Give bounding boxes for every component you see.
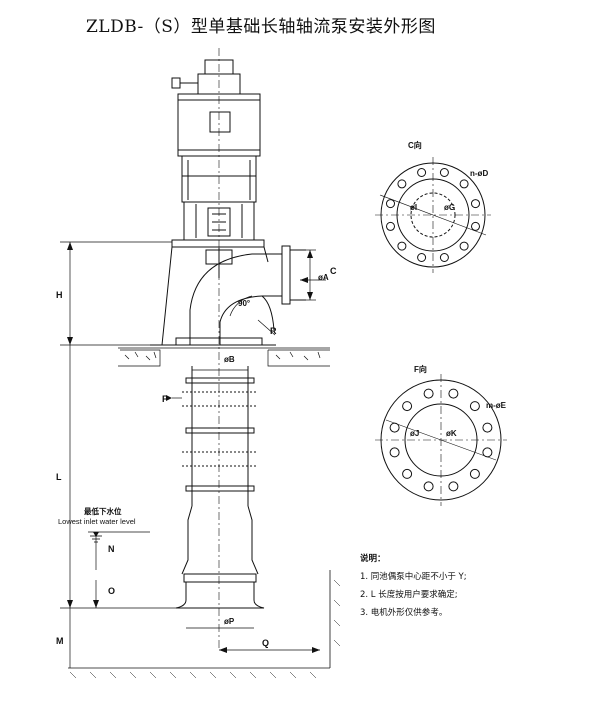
dim-label-I: øI	[410, 203, 417, 212]
dim-label-L: L	[56, 472, 62, 482]
arrow-heads	[67, 242, 320, 653]
bolt-hole	[439, 168, 449, 177]
bolt-hole	[397, 241, 407, 251]
dim-label-B: øB	[224, 355, 235, 364]
bolt-hole	[471, 221, 480, 231]
dim-label-O: O	[108, 586, 115, 596]
notes-block: 说明： 1. 同池偶泵中心距不小于 Y; 2. L 长度按用户要求确定; 3. …	[360, 550, 467, 622]
bolt-hole	[482, 422, 493, 433]
bolt-hole	[448, 481, 459, 492]
bolt-hole	[389, 447, 400, 458]
note-item: 3. 电机外形仅供参考。	[360, 608, 448, 618]
dim-label-K: øK	[446, 429, 457, 438]
bolt-hole	[402, 401, 413, 412]
dim-label-Q: Q	[262, 638, 269, 648]
bolt-hole	[469, 401, 480, 412]
f-view-bolt-holes	[389, 388, 493, 492]
dim-label-H: H	[56, 290, 63, 300]
bolt-hole	[469, 468, 480, 479]
water-level-cn: 最低下水位	[84, 506, 122, 516]
bolt-hole	[439, 253, 449, 262]
dim-label-mE: m-øE	[486, 401, 507, 410]
bolt-hole	[402, 468, 413, 479]
dim-label-G: øG	[444, 203, 455, 212]
dim-label-nD: n-øD	[470, 169, 488, 178]
note-item: 2. L 长度按用户要求确定;	[360, 590, 458, 600]
bolt-hole	[423, 388, 434, 399]
bolt-hole	[448, 388, 459, 399]
foundation	[118, 347, 330, 367]
bolt-hole	[397, 179, 407, 189]
water-level-en: Lowest inlet water level	[58, 517, 136, 526]
dim-label-angle: 90°	[238, 299, 250, 308]
dimension-lines	[60, 241, 326, 668]
bolt-hole	[471, 199, 480, 209]
dim-label-R: R	[270, 326, 277, 336]
dim-label-C: C	[330, 266, 337, 276]
c-view-label: C向	[408, 140, 422, 150]
water-level-icon	[90, 535, 102, 543]
bolt-hole	[423, 481, 434, 492]
bolt-hole	[386, 199, 395, 209]
dim-label-P: øP	[224, 617, 235, 626]
dim-label-M: M	[56, 636, 64, 646]
dim-label-N: N	[108, 544, 115, 554]
pit	[68, 570, 341, 679]
pump-head	[150, 245, 306, 346]
bolt-hole	[386, 221, 395, 231]
dim-label-A: øA	[318, 273, 329, 282]
drawing-title: ZLDB-（S）型单基础长轴轴流泵安装外形图	[86, 17, 436, 37]
motor	[171, 59, 265, 248]
note-item: 1. 同池偶泵中心距不小于 Y;	[360, 572, 467, 582]
dim-label-J: øJ	[410, 429, 419, 438]
bolt-hole	[417, 253, 427, 262]
bolt-hole	[389, 422, 400, 433]
bolt-hole	[459, 179, 469, 189]
notes-heading: 说明：	[360, 554, 386, 564]
bolt-hole	[459, 241, 469, 251]
bolt-hole	[482, 447, 493, 458]
dim-label-F: F	[162, 394, 168, 404]
c-view-bolt-holes	[386, 168, 480, 262]
column-pipe	[175, 366, 265, 609]
bolt-hole	[417, 168, 427, 177]
f-view-label: F向	[414, 364, 427, 374]
f-view-flange	[375, 374, 507, 506]
c-view-flange	[375, 157, 491, 273]
